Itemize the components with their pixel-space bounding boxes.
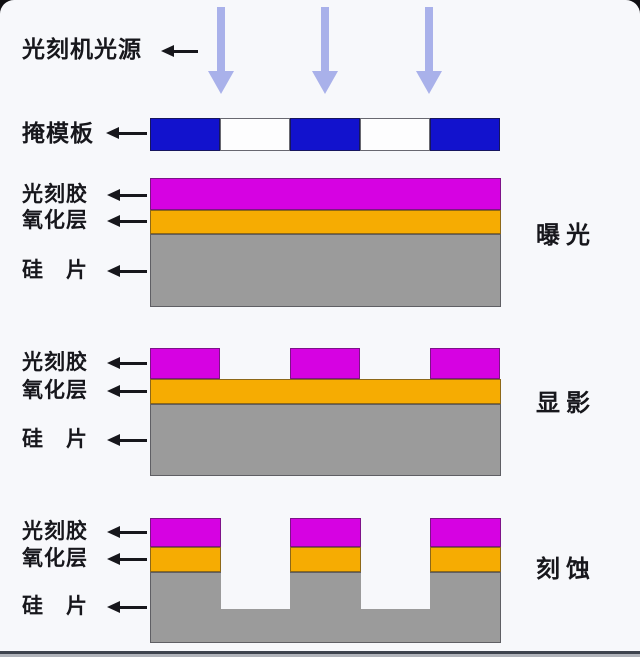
mask-opaque-segment: [430, 118, 500, 151]
stage-title-development: 显影: [536, 390, 596, 417]
uv-beam-down-arrow-icon: [312, 7, 338, 94]
bottom-divider-white-line: [0, 657, 640, 661]
photoresist-block: [430, 348, 500, 379]
photoresist-block: [430, 518, 501, 547]
silicon-label: 硅 片: [22, 595, 88, 618]
oxide-block: [430, 547, 501, 572]
photomask-bar: [150, 118, 500, 151]
stage-title-exposure: 曝光: [536, 222, 596, 249]
etched-trench: [221, 572, 290, 609]
mask-label: 掩模板: [22, 120, 94, 146]
oxide-block: [150, 547, 221, 572]
arrow-left-icon: [107, 189, 147, 201]
uv-beam-down-arrow-icon: [416, 7, 442, 94]
silicon-wafer-layer: [150, 404, 501, 476]
oxide-layer: [150, 379, 501, 404]
oxide-label: 氧化层: [22, 547, 88, 570]
arrow-left-icon: [107, 215, 147, 227]
mask-opaque-segment: [290, 118, 360, 151]
arrow-left-icon: [107, 265, 147, 277]
photoresist-block: [290, 348, 360, 379]
photoresist-label: 光刻胶: [22, 351, 88, 374]
beam-stem: [321, 7, 329, 71]
mask-open-segment: [220, 118, 290, 151]
oxide-label: 氧化层: [22, 379, 88, 402]
mask-open-segment: [360, 118, 430, 151]
silicon-label: 硅 片: [22, 259, 88, 282]
arrow-left-icon: [107, 385, 147, 397]
silicon-wafer-layer: [150, 234, 501, 307]
photoresist-label: 光刻胶: [22, 520, 88, 543]
arrow-left-icon: [107, 526, 147, 538]
arrow-left-icon: [161, 45, 198, 57]
arrow-left-icon: [107, 601, 147, 613]
photoresist-block: [150, 518, 221, 547]
beam-stem: [217, 7, 225, 71]
bottom-divider-dark-line: [0, 651, 640, 654]
uv-beam-down-arrow-icon: [208, 7, 234, 94]
beam-arrowhead: [416, 71, 442, 94]
arrow-left-icon: [107, 434, 147, 446]
beam-arrowhead: [312, 71, 338, 94]
beam-arrowhead: [208, 71, 234, 94]
oxide-layer: [150, 210, 501, 234]
etched-trench: [361, 572, 430, 609]
mask-opaque-segment: [150, 118, 220, 151]
silicon-label: 硅 片: [22, 428, 88, 451]
stage-title-etching: 刻蚀: [536, 556, 596, 583]
silicon-wafer-etched: [150, 572, 501, 643]
arrow-left-icon: [107, 553, 147, 565]
bottom-divider-gray-line: [0, 654, 640, 657]
arrow-left-icon: [107, 357, 147, 369]
oxide-block: [290, 547, 361, 572]
photoresist-block: [290, 518, 361, 547]
photoresist-label: 光刻胶: [22, 183, 88, 206]
oxide-label: 氧化层: [22, 209, 88, 232]
beam-stem: [425, 7, 433, 71]
light-source-label: 光刻机光源: [22, 36, 142, 62]
photoresist-layer: [150, 178, 501, 210]
photoresist-block: [150, 348, 220, 379]
arrow-left-icon: [106, 127, 147, 139]
